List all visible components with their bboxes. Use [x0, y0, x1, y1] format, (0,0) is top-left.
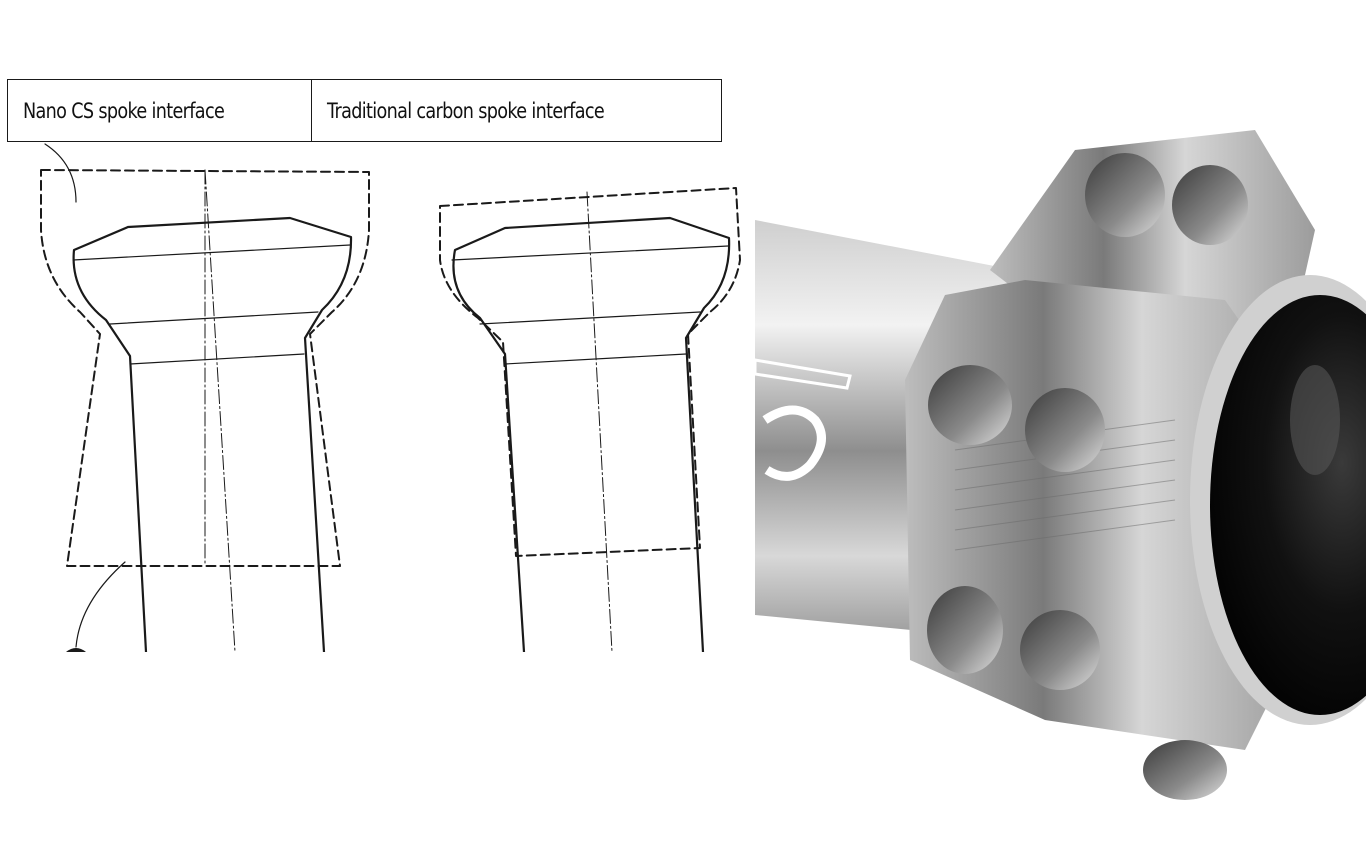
nano-cs-leader-marker: [66, 648, 86, 652]
spoke-interface-drawing: [40, 143, 741, 652]
nano-cs-head-outline: [72, 216, 353, 652]
hub-bearing-highlight: [1290, 365, 1340, 475]
nano-cs-leader-top: [44, 143, 77, 203]
hub-spoke-hole-4: [1025, 388, 1105, 472]
hub-spoke-hole-2: [1172, 165, 1248, 245]
header-label-traditional: Traditional carbon spoke interface: [327, 98, 605, 123]
hub-spoke-hole-5: [927, 586, 1003, 674]
comparison-header: Nano CS spoke interface Traditional carb…: [7, 79, 722, 142]
hub-flange-photo: [755, 130, 1366, 800]
hub-logo-letter: [762, 405, 826, 481]
header-cell-traditional: Traditional carbon spoke interface: [312, 80, 721, 141]
traditional-center-line: [586, 191, 613, 652]
nano-cs-envelope-dashed: [40, 169, 370, 567]
header-cell-nano-cs: Nano CS spoke interface: [8, 80, 312, 141]
nano-cs-head-line-1: [72, 244, 351, 261]
traditional-head-line-3: [504, 353, 687, 365]
hub-spoke-hole-7: [1143, 740, 1227, 800]
nano-cs-center-line: [204, 169, 236, 652]
spoke-head-nano-cs: [40, 143, 370, 652]
hub-spoke-hole-3: [928, 365, 1012, 445]
hub-spoke-hole-6: [1020, 610, 1100, 690]
spoke-head-traditional: [439, 187, 741, 652]
traditional-head-outline: [452, 216, 731, 652]
traditional-head-line-2: [479, 311, 701, 325]
traditional-envelope-dashed: [439, 187, 741, 557]
nano-cs-leader-bottom: [75, 561, 126, 648]
nano-cs-head-line-2: [109, 311, 319, 325]
hub-spoke-hole-1: [1085, 153, 1165, 237]
header-label-nano-cs: Nano CS spoke interface: [23, 98, 225, 123]
hub-logo-mark: [755, 358, 852, 390]
